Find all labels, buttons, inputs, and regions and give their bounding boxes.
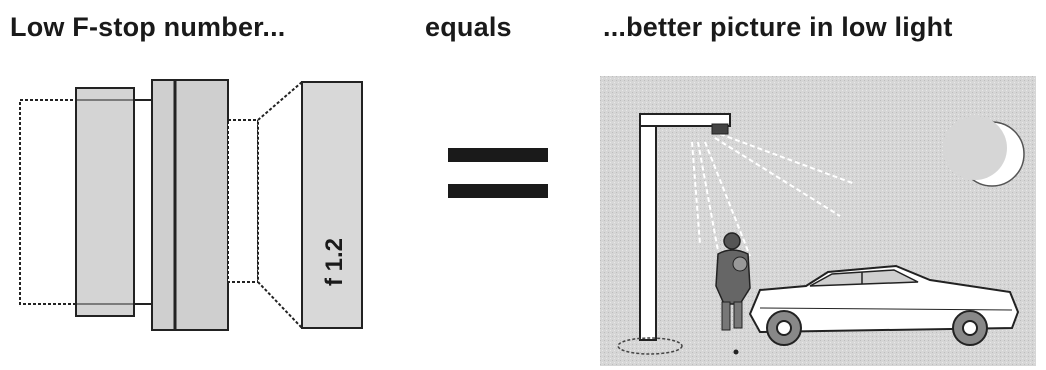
lens-rear-mount [20,100,76,304]
lens-focus-ring [152,80,228,330]
ground-speck [734,350,739,355]
lens-barrel-ring [76,88,134,316]
lens-gap [134,100,152,304]
equals-sign-icon [440,140,560,210]
low-light-scene-illustration [600,76,1036,366]
lens-front-element [302,82,362,328]
camera-lens-illustration: f 1.2 [0,60,380,350]
caption-equals: equals [425,12,512,43]
f-number-label: f 1.2 [321,238,348,286]
caption-low-f-stop: Low F-stop number... [10,12,286,43]
lens-flare [258,82,302,328]
caption-better-picture: ...better picture in low light [603,12,953,43]
lens-neck [228,120,258,282]
